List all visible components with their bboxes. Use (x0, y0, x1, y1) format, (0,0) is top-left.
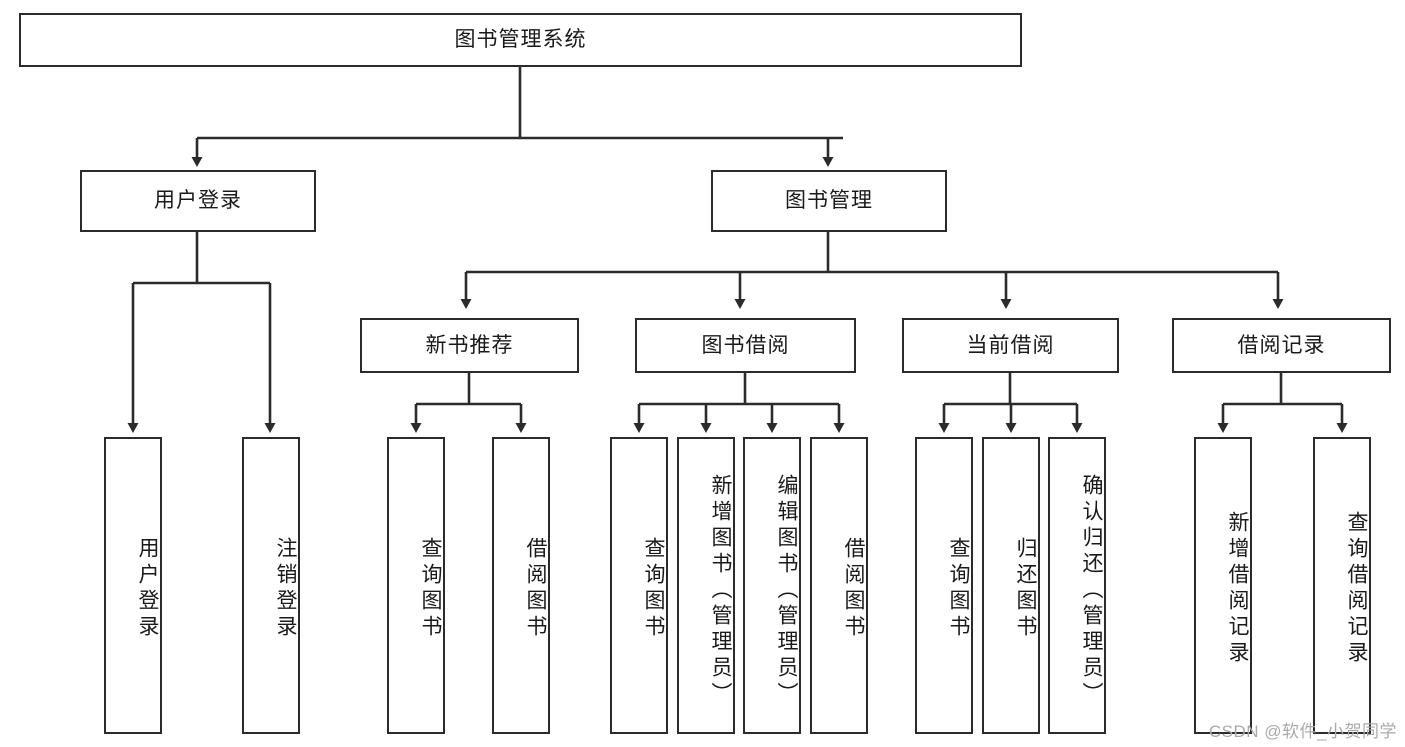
node-leaf-return-book[interactable]: 归还图书 (982, 437, 1040, 734)
node-borrow-record[interactable]: 借阅记录 (1172, 318, 1391, 373)
node-leaf-user-login-label: 用户登录 (136, 536, 159, 641)
node-leaf-user-logout[interactable]: 注销登录 (242, 437, 300, 734)
node-leaf-add-record-label: 新增借阅记录 (1226, 510, 1249, 667)
node-leaf-query-book-3[interactable]: 查询图书 (915, 437, 973, 734)
node-leaf-return-book-label: 归还图书 (1014, 536, 1037, 641)
node-current-borrow-label: 当前借阅 (966, 333, 1055, 357)
node-user-login-label: 用户登录 (154, 189, 242, 213)
node-leaf-add-record[interactable]: 新增借阅记录 (1194, 437, 1252, 734)
node-leaf-edit-book[interactable]: 编辑图书（管理员） (743, 437, 801, 734)
node-leaf-borrow-book-1-label: 借阅图书 (524, 536, 547, 641)
node-new-book-rec-label: 新书推荐 (425, 333, 514, 357)
node-leaf-borrow-book-2-label: 借阅图书 (842, 536, 865, 641)
node-leaf-confirm-return-label: 确认归还（管理员） (1080, 473, 1103, 708)
node-book-borrow-label: 图书借阅 (701, 333, 790, 357)
node-leaf-query-book-1-label: 查询图书 (419, 536, 442, 641)
node-new-book-rec[interactable]: 新书推荐 (360, 318, 579, 373)
node-leaf-query-book-2[interactable]: 查询图书 (610, 437, 668, 734)
node-leaf-add-book-label: 新增图书（管理员） (709, 473, 732, 708)
node-leaf-query-book-3-label: 查询图书 (947, 536, 970, 641)
node-leaf-query-record[interactable]: 查询借阅记录 (1313, 437, 1371, 734)
node-leaf-add-book[interactable]: 新增图书（管理员） (677, 437, 735, 734)
node-user-login[interactable]: 用户登录 (80, 170, 316, 232)
node-leaf-edit-book-label: 编辑图书（管理员） (775, 473, 798, 708)
node-leaf-confirm-return[interactable]: 确认归还（管理员） (1048, 437, 1106, 734)
node-leaf-query-book-2-label: 查询图书 (642, 536, 665, 641)
node-book-borrow[interactable]: 图书借阅 (635, 318, 856, 373)
node-root-label: 图书管理系统 (454, 28, 587, 52)
node-leaf-query-record-label: 查询借阅记录 (1345, 510, 1368, 667)
node-book-manage[interactable]: 图书管理 (711, 170, 947, 232)
node-leaf-borrow-book-1[interactable]: 借阅图书 (492, 437, 550, 734)
node-leaf-borrow-book-2[interactable]: 借阅图书 (810, 437, 868, 734)
node-leaf-query-book-1[interactable]: 查询图书 (387, 437, 445, 734)
node-leaf-user-login[interactable]: 用户登录 (104, 437, 162, 734)
node-current-borrow[interactable]: 当前借阅 (902, 318, 1119, 373)
node-book-manage-label: 图书管理 (785, 189, 873, 213)
node-root[interactable]: 图书管理系统 (19, 13, 1022, 67)
node-leaf-user-logout-label: 注销登录 (274, 536, 297, 641)
node-borrow-record-label: 借阅记录 (1237, 333, 1326, 357)
